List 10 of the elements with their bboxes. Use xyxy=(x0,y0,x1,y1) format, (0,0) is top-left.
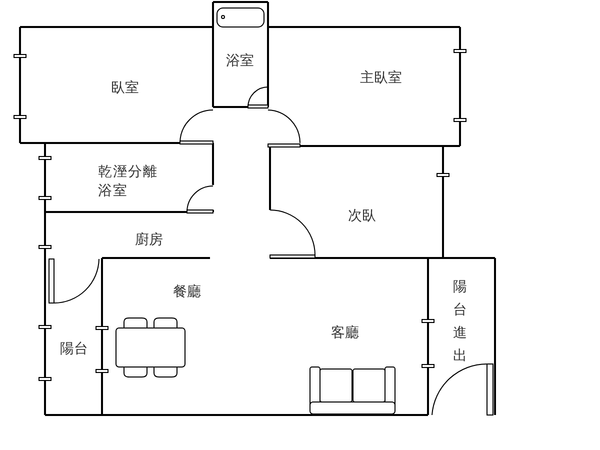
room-label: 浴室 xyxy=(226,52,254,71)
room-label: 乾溼分離浴室 xyxy=(98,163,158,201)
room-label: 餐廳 xyxy=(173,283,201,302)
room-label: 陽台進出 xyxy=(453,278,468,366)
room-label: 次臥 xyxy=(348,207,376,226)
room-label: 陽台 xyxy=(60,340,88,359)
room-label: 臥室 xyxy=(111,79,139,98)
room-label: 主臥室 xyxy=(360,69,402,88)
room-label: 客廳 xyxy=(331,324,359,343)
room-label: 廚房 xyxy=(135,231,163,250)
